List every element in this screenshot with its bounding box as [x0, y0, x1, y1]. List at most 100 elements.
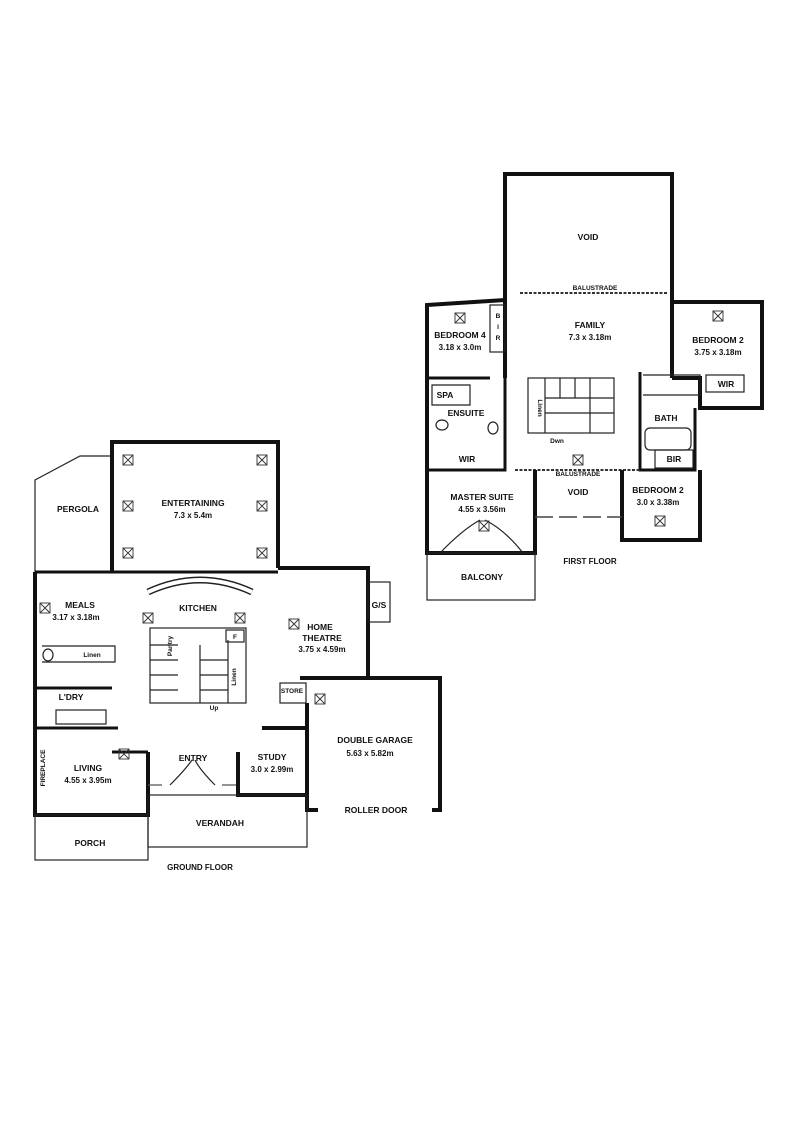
- linen-closet: [42, 645, 116, 663]
- balustrade-top-label: BALUSTRADE: [573, 285, 618, 292]
- void-top-walls: [503, 172, 674, 378]
- fan-icon: [654, 515, 666, 527]
- laundry-label: L'DRY: [59, 692, 84, 702]
- void-mid-label: VOID: [568, 487, 589, 497]
- basin-ensuite: [487, 421, 499, 435]
- stairs-down-label: Dwn: [550, 438, 564, 445]
- ground-stair-treads: [150, 640, 229, 703]
- bath-walls: [638, 372, 697, 472]
- bedroom2-bottom-label: BEDROOM 2: [632, 485, 684, 495]
- entertaining-label: ENTERTAINING: [161, 498, 225, 508]
- bedroom2-top-walls: [672, 300, 764, 410]
- fan-icon: [118, 748, 130, 760]
- fan-icon: [142, 612, 154, 624]
- ensuite-walls: [425, 378, 507, 472]
- laundry-bench: [55, 709, 107, 725]
- bir-left-i: I: [497, 324, 499, 331]
- fridge-label: F: [233, 634, 237, 641]
- pantry-label: Pantry: [167, 636, 174, 657]
- bedroom4-size: 3.18 x 3.0m: [439, 343, 482, 352]
- garage-walls: [300, 676, 442, 812]
- stairs-up-label: Up: [210, 705, 219, 712]
- pergola-outline: [34, 455, 113, 573]
- store-box: [279, 682, 307, 704]
- first-floor-plan: [425, 172, 764, 601]
- bath-label: BATH: [655, 413, 678, 423]
- wir-right-closet: [705, 374, 745, 393]
- linen-ground-label: Linen: [83, 652, 100, 659]
- fan-icon: [256, 547, 268, 559]
- bathroom-fixtures-top: [643, 374, 701, 396]
- bir-left-b: B: [496, 313, 501, 320]
- bedroom2-bottom-walls: [620, 470, 702, 542]
- spa-label: SPA: [437, 390, 454, 400]
- fan-icon: [234, 612, 246, 624]
- kitchen-label: KITCHEN: [179, 603, 217, 613]
- double-garage-label: DOUBLE GARAGE: [337, 735, 413, 745]
- stair-treads: [544, 378, 614, 433]
- home-theatre-size: 3.75 x 4.59m: [298, 645, 345, 654]
- stairs-first-floor: [527, 377, 615, 434]
- master-suite-size: 4.55 x 3.56m: [458, 505, 505, 514]
- toilet-ground: [42, 648, 54, 662]
- bedroom2-top-size: 3.75 x 3.18m: [694, 348, 741, 357]
- fridge-box: [225, 629, 245, 643]
- home-theatre-label-2: THEATRE: [302, 633, 342, 643]
- store-label: STORE: [281, 688, 304, 695]
- bir-right-label: BIR: [667, 454, 682, 464]
- fan-icon: [712, 310, 724, 322]
- ensuite-label: ENSUITE: [448, 408, 485, 418]
- toilet-ensuite: [435, 419, 449, 431]
- gs-label: G/S: [372, 600, 387, 610]
- porch-label: PORCH: [75, 838, 106, 848]
- gs-box: [367, 581, 391, 623]
- ground-floor-title: GROUND FLOOR: [167, 863, 233, 872]
- home-theatre-label-1: HOME: [307, 622, 333, 632]
- balcony-outline: [426, 552, 536, 601]
- fan-icon: [122, 454, 134, 466]
- bir-left-closet: [489, 304, 506, 353]
- entry-label: ENTRY: [179, 753, 208, 763]
- study-label: STUDY: [258, 752, 287, 762]
- bedroom2-bottom-size: 3.0 x 3.38m: [637, 498, 680, 507]
- roller-door-label: ROLLER DOOR: [345, 805, 408, 815]
- meals-size: 3.17 x 3.18m: [52, 613, 99, 622]
- wir-right-label: WIR: [718, 379, 735, 389]
- bedroom2-top-label: BEDROOM 2: [692, 335, 744, 345]
- master-doors: [439, 519, 524, 554]
- linen-ff-label: Linen: [536, 399, 543, 416]
- master-suite-label: MASTER SUITE: [450, 492, 514, 502]
- fan-icon: [39, 602, 51, 614]
- kitchen-bench-inner: [147, 578, 253, 594]
- fan-icon: [478, 520, 490, 532]
- fan-icon: [314, 693, 326, 705]
- fan-icon: [122, 500, 134, 512]
- spa-outline: [431, 384, 471, 406]
- void-top-label: VOID: [578, 232, 599, 242]
- family-size: 7.3 x 3.18m: [569, 333, 612, 342]
- garage-left-wall: [305, 703, 318, 812]
- bir-right-closet: [654, 449, 694, 469]
- bedroom4-label: BEDROOM 4: [434, 330, 486, 340]
- double-garage-size: 5.63 x 5.82m: [346, 749, 393, 758]
- entertaining-size: 7.3 x 5.4m: [174, 511, 212, 520]
- ceiling-fan-markers: [39, 310, 724, 760]
- balcony-label: BALCONY: [461, 572, 503, 582]
- fan-icon: [572, 454, 584, 466]
- study-size: 3.0 x 2.99m: [251, 765, 294, 774]
- family-label: FAMILY: [575, 320, 606, 330]
- fan-icon: [454, 312, 466, 324]
- pergola-label: PERGOLA: [57, 504, 99, 514]
- balustrade-mid-label: BALUSTRADE: [556, 471, 601, 478]
- fireplace-label: FIREPLACE: [40, 749, 47, 787]
- ground-floor-plan: [33, 440, 442, 861]
- living-size: 4.55 x 3.95m: [64, 776, 111, 785]
- entry-doors: [169, 759, 216, 786]
- bathtub: [644, 427, 692, 451]
- entertaining-walls: [110, 440, 280, 572]
- first-floor-title: FIRST FLOOR: [563, 557, 617, 566]
- verandah-label: VERANDAH: [196, 818, 244, 828]
- fan-icon: [122, 547, 134, 559]
- fan-icon: [256, 500, 268, 512]
